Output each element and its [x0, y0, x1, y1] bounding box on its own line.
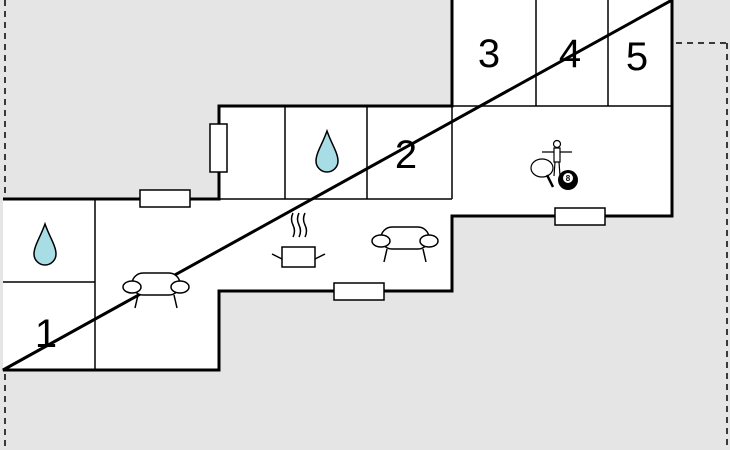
window-icon: [554, 207, 606, 226]
room-label-3: 3: [478, 32, 500, 76]
sofa-icon: [122, 272, 190, 309]
water-drop-icon: [33, 221, 57, 266]
billiard-ball-icon: 8: [558, 170, 578, 190]
room-label-2: 2: [395, 133, 417, 177]
room-label-1: 1: [35, 312, 57, 356]
room-label-5: 5: [626, 35, 648, 79]
window-icon: [209, 123, 228, 173]
cooking-pot-icon: [271, 212, 326, 268]
svg-text:8: 8: [566, 174, 571, 183]
sofa-icon: [371, 226, 439, 263]
window-icon: [333, 282, 385, 301]
windows: [139, 123, 606, 301]
water-drop-icon: [315, 128, 339, 173]
table-football-icon: [542, 139, 572, 177]
window-icon: [139, 189, 191, 208]
interior-walls: [3, 0, 672, 370]
table-tennis-icon: [530, 158, 555, 188]
room-label-4: 4: [559, 32, 581, 76]
